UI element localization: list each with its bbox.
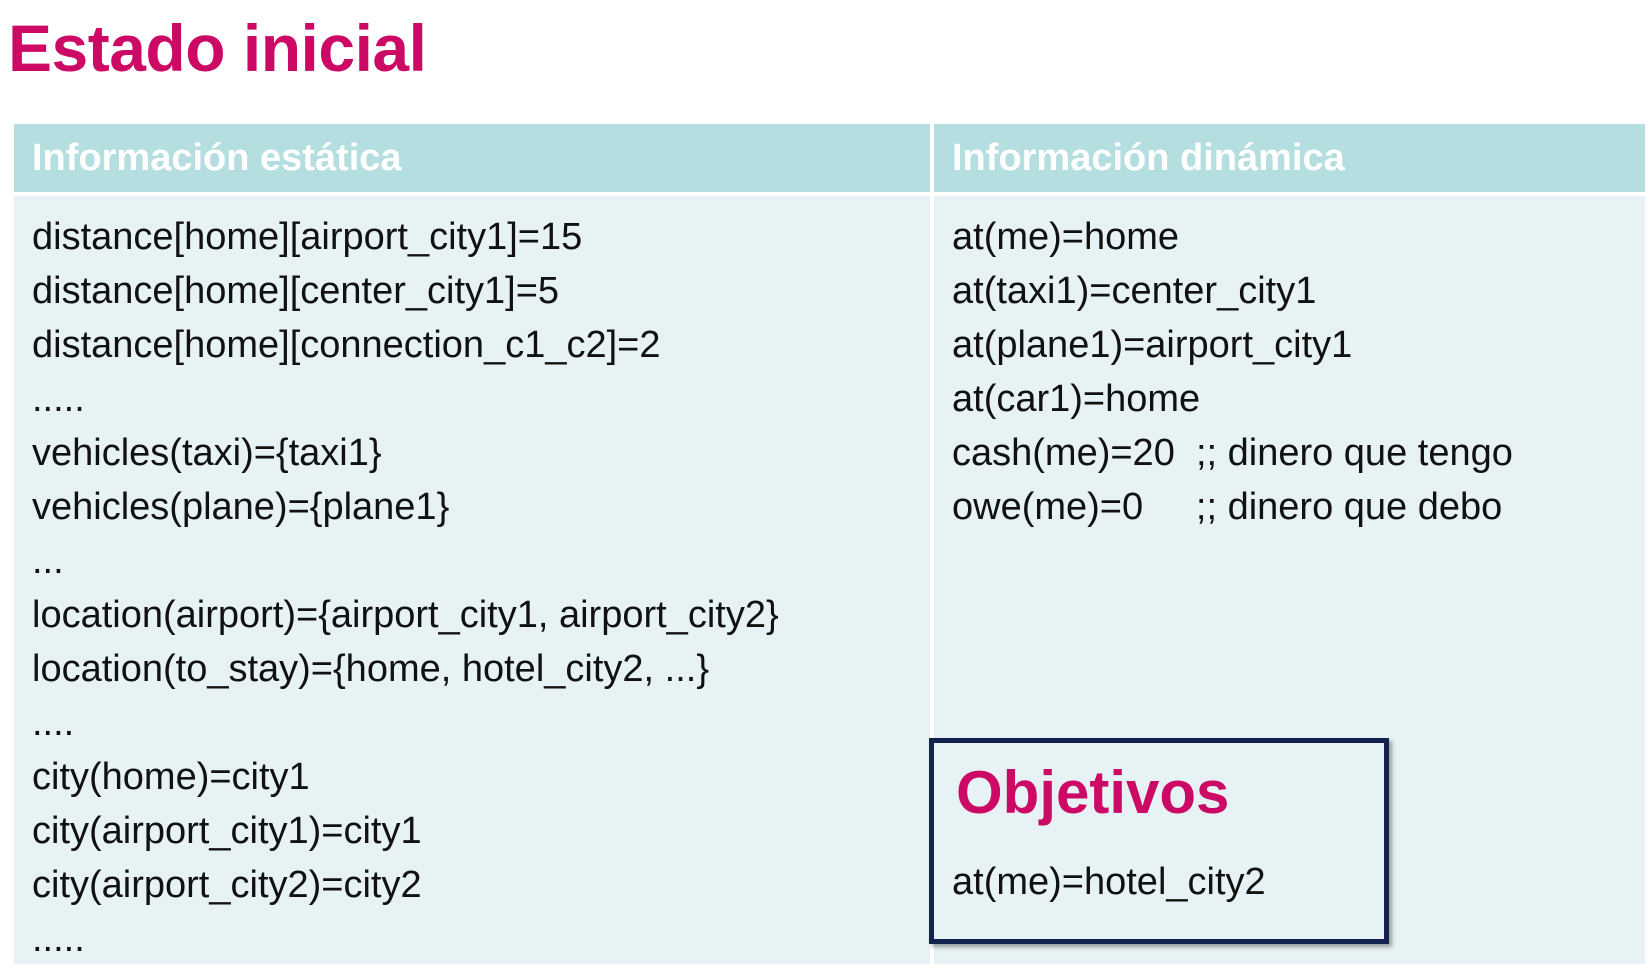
static-line: location(airport)={airport_city1, airpor…: [32, 594, 779, 636]
static-info-header: Información estática: [14, 124, 930, 192]
static-line: vehicles(plane)={plane1}: [32, 486, 450, 528]
dynamic-line: cash(me)=20 ;; dinero que tengo: [952, 432, 1513, 474]
static-line: city(airport_city2)=city2: [32, 864, 422, 906]
state-table: Información estática Información dinámic…: [14, 124, 1645, 964]
dynamic-line: at(car1)=home: [952, 378, 1201, 420]
static-line: ....: [32, 702, 75, 744]
static-line: .....: [32, 918, 85, 960]
dynamic-line: owe(me)=0 ;; dinero que debo: [952, 486, 1503, 528]
dynamic-line: at(taxi1)=center_city1: [952, 270, 1317, 312]
dynamic-line: at(plane1)=airport_city1: [952, 324, 1353, 366]
static-line: city(home)=city1: [32, 756, 310, 798]
static-line: distance[home][airport_city1]=15: [32, 216, 583, 258]
static-info-cell: distance[home][airport_city1]=15 distanc…: [14, 196, 930, 964]
static-line: .....: [32, 378, 85, 420]
static-line: vehicles(taxi)={taxi1}: [32, 432, 382, 474]
static-line: location(to_stay)={home, hotel_city2, ..…: [32, 648, 710, 690]
slide-title: Estado inicial: [8, 11, 427, 85]
static-line: ...: [32, 540, 64, 582]
dynamic-info-header: Información dinámica: [934, 124, 1645, 192]
dynamic-line: at(me)=home: [952, 216, 1180, 258]
goals-box: Objetivos at(me)=hotel_city2: [929, 738, 1389, 944]
static-line: distance[home][connection_c1_c2]=2: [32, 324, 661, 366]
static-line: city(airport_city1)=city1: [32, 810, 422, 852]
goal-line: at(me)=hotel_city2: [952, 861, 1266, 903]
goals-title: Objetivos: [956, 759, 1230, 826]
static-line: distance[home][center_city1]=5: [32, 270, 560, 312]
